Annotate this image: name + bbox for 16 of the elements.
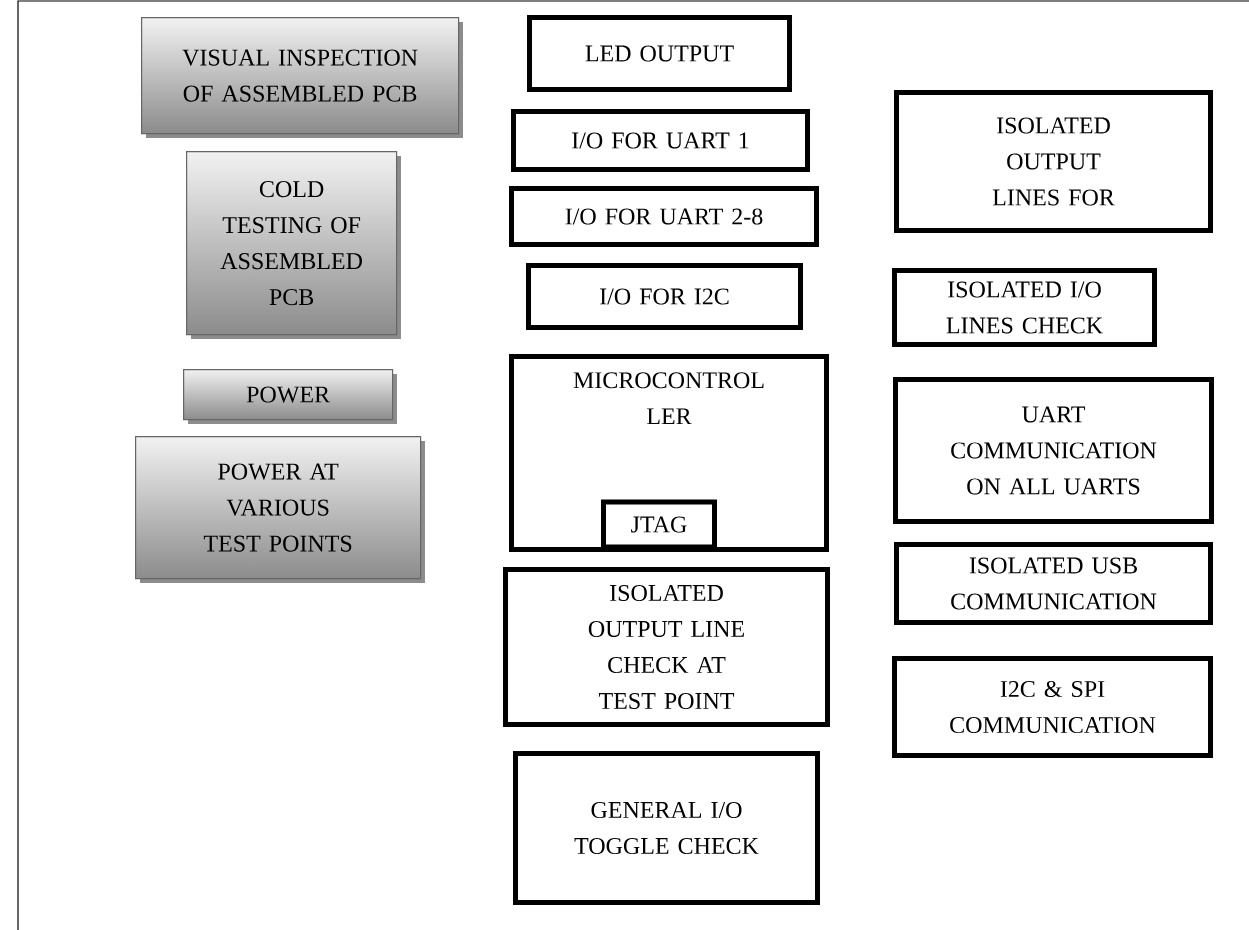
process-box: UART COMMUNICATION ON ALL UARTS	[893, 377, 1214, 524]
process-box: GENERAL I/O TOGGLE CHECK	[513, 751, 820, 905]
process-box: POWER AT VARIOUS TEST POINTS	[135, 436, 425, 583]
process-box: I/O FOR I2C	[526, 263, 803, 330]
process-box: I/O FOR UART 2-8	[509, 186, 819, 247]
process-box: ISOLATED OUTPUT LINES FOR	[894, 90, 1213, 233]
process-box: ISOLATED I/O LINES CHECK	[892, 268, 1157, 347]
process-box: I/O FOR UART 1	[511, 109, 810, 172]
process-box: COLD TESTING OF ASSEMBLED PCB	[186, 151, 401, 339]
process-box: ISOLATED USB COMMUNICATION	[894, 542, 1213, 625]
process-box: LED OUTPUT	[527, 15, 792, 92]
process-box: ISOLATED OUTPUT LINE CHECK AT TEST POINT	[503, 567, 830, 727]
process-box: VISUAL INSPECTION OF ASSEMBLED PCB	[141, 17, 463, 138]
process-box: I2C & SPI COMMUNICATION	[892, 656, 1213, 758]
process-box: JTAG	[601, 499, 717, 550]
process-box: POWER	[183, 369, 397, 424]
